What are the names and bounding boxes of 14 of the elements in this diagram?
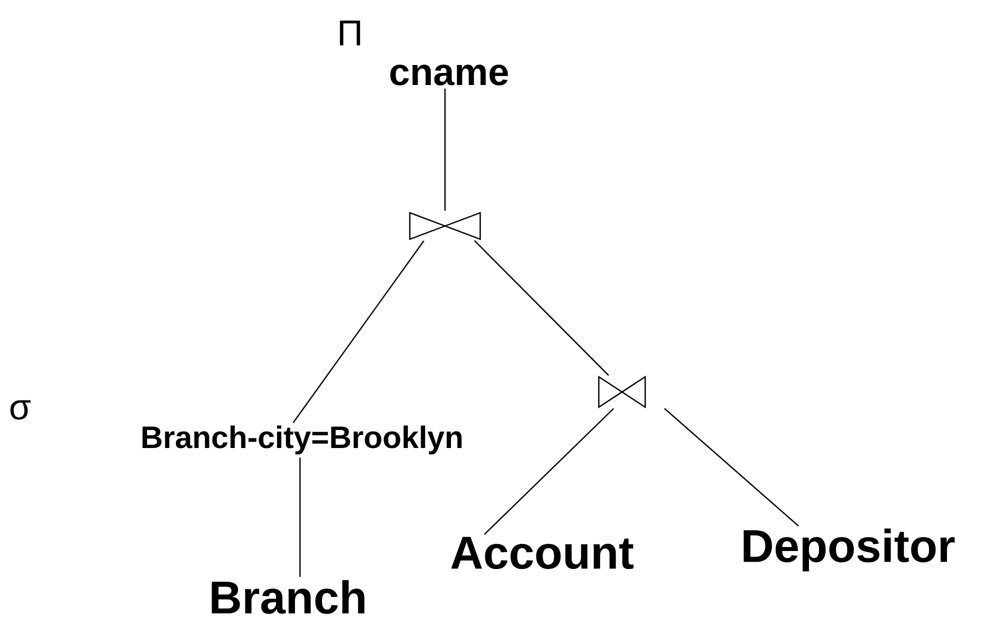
relation-label: cname (390, 64, 508, 86)
relation-label: Branch (212, 580, 364, 614)
tree-edge (474, 240, 610, 376)
tree-edge (292, 240, 424, 424)
relation-label: Branch-city=Brooklyn (142, 426, 462, 454)
tree-edge (484, 408, 614, 535)
tree-edge (664, 408, 799, 527)
join-symbol (598, 376, 646, 408)
tree-edge (299, 458, 301, 577)
relation-label: Depositor (744, 528, 955, 572)
operator-symbol: σ (10, 400, 31, 420)
operator-symbol: Π (340, 20, 360, 46)
join-symbol (409, 212, 481, 240)
relation-label: Account (451, 536, 634, 570)
